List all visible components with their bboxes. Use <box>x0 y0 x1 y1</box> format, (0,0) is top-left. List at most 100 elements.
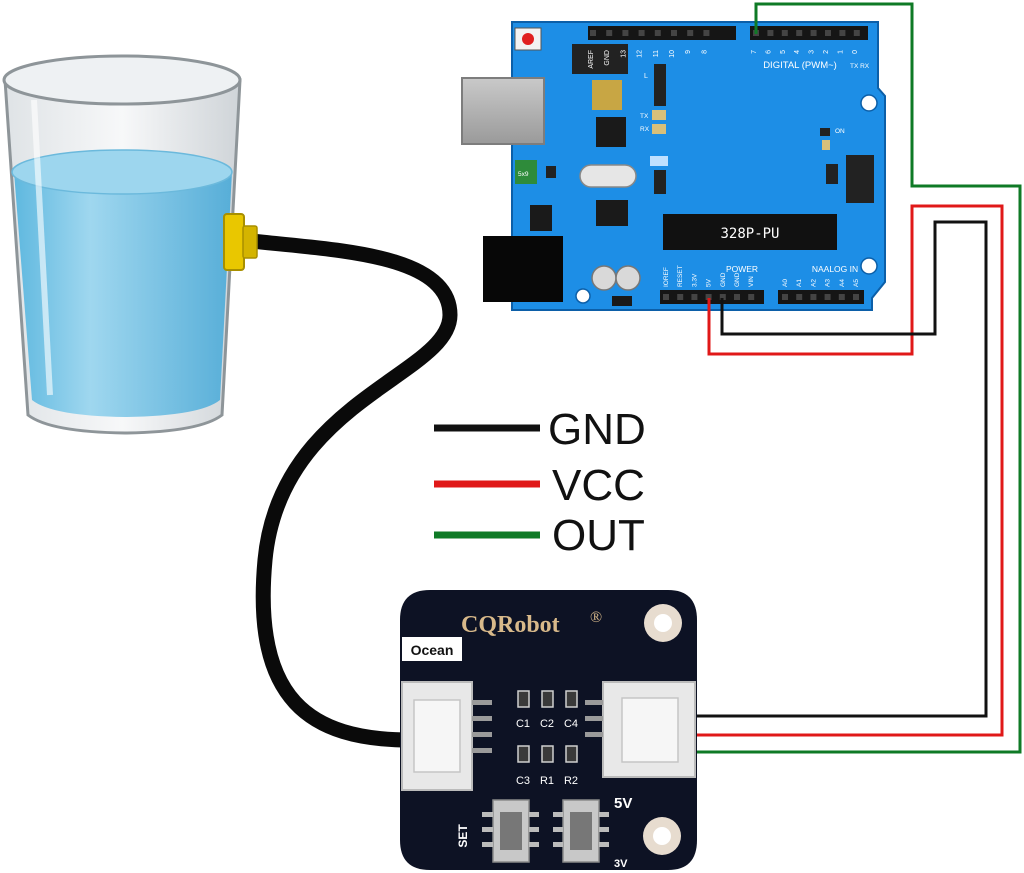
v5-label: 5V <box>614 795 632 812</box>
legend-label-vcc: VCC <box>552 461 645 510</box>
led-l-label: L <box>644 73 648 80</box>
label-c4: C4 <box>564 718 578 730</box>
top-pin-label: 2 <box>823 50 830 54</box>
wire-vcc <box>695 204 1004 737</box>
header-analog <box>778 290 864 304</box>
power-pin-label: 3.3V <box>691 273 698 287</box>
label-c2: C2 <box>540 718 554 730</box>
header-power <box>660 290 764 304</box>
led-rx-label: RX <box>640 126 650 133</box>
top-pin-label: GND <box>604 50 611 66</box>
power-pin-hole <box>734 294 740 300</box>
analog-label: NAALOG IN <box>812 264 858 274</box>
top-pin-label: 1 <box>837 50 844 54</box>
top-pin-label: 9 <box>685 50 692 54</box>
top-pin-hole <box>767 30 774 36</box>
crystal-oscillator <box>579 164 637 188</box>
analog-pin-hole <box>796 294 803 300</box>
top-pin-hole <box>638 30 645 36</box>
power-pin-label: IOREF <box>663 267 670 287</box>
analog-pin-label: A3 <box>825 279 832 287</box>
top-pin-hole <box>606 30 613 36</box>
analog-pin-hole <box>824 294 831 300</box>
legend-label-out: OUT <box>552 511 645 560</box>
top-pin-label: 7 <box>751 50 758 54</box>
top-pin-label: 0 <box>852 50 859 54</box>
power-pin-hole <box>691 294 698 300</box>
top-pin-hole <box>810 30 817 36</box>
led-on-label: ON <box>835 128 845 135</box>
set-label: SET <box>456 824 470 848</box>
power-pin-hole <box>748 294 755 300</box>
water-glass <box>2 54 242 435</box>
txrx-label: TX RX <box>850 63 870 70</box>
top-pin-label: 4 <box>794 50 801 54</box>
top-pin-label: 8 <box>701 50 708 54</box>
sensor-board: CQRobot ® Ocean C1 C2 C4 C3 R1 R2 <box>400 590 697 870</box>
power-pin-hole <box>677 294 684 300</box>
power-pin-label: GND <box>720 272 727 287</box>
yellow-probe-connector <box>223 213 245 271</box>
power-pin-label: 5V <box>706 278 713 287</box>
top-pin-hole <box>671 30 677 36</box>
analog-pin-hole <box>838 294 845 300</box>
power-pin-label: RESET <box>677 265 684 287</box>
top-pin-hole <box>654 30 661 36</box>
power-pin-hole <box>663 294 669 300</box>
top-pin-hole <box>796 30 803 36</box>
led-tx-label: TX <box>640 113 649 120</box>
top-pin-hole <box>590 30 596 36</box>
top-pin-hole <box>703 30 710 36</box>
analog-pin-label: A0 <box>782 279 789 287</box>
label-c3: C3 <box>516 775 530 787</box>
usb-port <box>461 77 545 145</box>
top-pin-hole <box>853 30 860 36</box>
header-top-left <box>588 26 736 40</box>
top-pin-label: 6 <box>765 50 772 54</box>
atmega-chip <box>663 214 837 250</box>
power-pin-hole <box>719 294 726 300</box>
sensor-cable <box>223 213 458 748</box>
v3-label: 3V <box>614 858 628 870</box>
label-r2: R2 <box>564 775 578 787</box>
legend: GND VCC OUT <box>434 405 646 560</box>
top-pin-label: 3 <box>809 50 816 54</box>
analog-pin-hole <box>853 294 859 300</box>
analog-pin-hole <box>782 294 788 300</box>
top-pin-hole <box>622 30 629 36</box>
wires <box>695 2 1022 754</box>
analog-pin-label: A4 <box>839 279 846 287</box>
top-pin-label: 11 <box>653 50 660 57</box>
power-pin-label: GND <box>734 272 741 287</box>
legend-label-gnd: GND <box>548 405 646 454</box>
ocean-label: Ocean <box>411 642 454 658</box>
analog-pin-label: A1 <box>796 279 803 287</box>
label-c1: C1 <box>516 718 530 730</box>
reset-button <box>522 33 534 45</box>
power-pin-hole <box>705 294 712 300</box>
analog-pin-label: A5 <box>853 279 860 287</box>
top-pin-label: 13 <box>620 50 627 58</box>
top-pin-label: 5 <box>780 50 787 54</box>
brand-label: CQRobot <box>461 612 560 638</box>
analog-pin-label: A2 <box>810 279 817 287</box>
ocean-tag <box>402 637 462 661</box>
chip-label: 328P-PU <box>720 226 779 242</box>
top-pin-hole <box>839 30 846 36</box>
power-label: POWER <box>726 264 758 274</box>
power-pin-label: VIN <box>748 276 755 287</box>
dc-power-jack <box>483 236 563 302</box>
top-pin-label: AREF <box>588 50 595 69</box>
top-pin-label: 12 <box>637 50 644 58</box>
digital-label: DIGITAL (PWM~) <box>763 60 837 71</box>
wire-gnd <box>695 220 988 718</box>
wire-out <box>695 2 1022 754</box>
crystal-label: 5x9 <box>518 171 529 178</box>
registered-mark: ® <box>590 609 602 626</box>
top-pin-hole <box>687 30 694 36</box>
label-r1: R1 <box>540 775 554 787</box>
top-pin-label: 10 <box>669 50 676 58</box>
analog-pin-hole <box>810 294 817 300</box>
